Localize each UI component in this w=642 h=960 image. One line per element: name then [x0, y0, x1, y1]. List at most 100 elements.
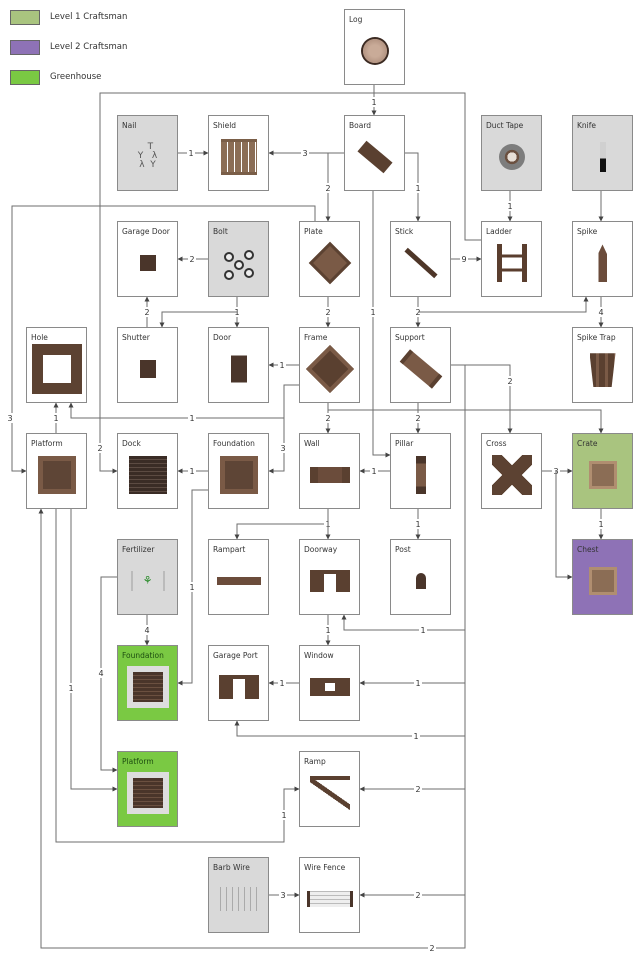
node-board[interactable]: Board	[344, 115, 405, 191]
edge-foundation-to-foundation_gh: 1	[177, 489, 208, 686]
fertilizer-icon: ⚘	[130, 571, 165, 592]
spike-icon	[598, 244, 607, 283]
node-fertilizer[interactable]: Fertilizer⚘	[117, 539, 178, 615]
edge-label-bg	[143, 307, 151, 317]
node-spiketrap[interactable]: Spike Trap	[572, 327, 633, 403]
node-window[interactable]: Window	[299, 645, 360, 721]
edge-label-bg	[414, 890, 422, 900]
chest-icon	[588, 567, 617, 596]
node-platform-gh[interactable]: Platform	[117, 751, 178, 827]
edge-label-bg	[187, 148, 195, 158]
node-label: Pillar	[395, 439, 414, 448]
edge-label-bg	[280, 810, 288, 820]
edge-ladder-to-dock: 2	[96, 92, 481, 474]
node-label: Shield	[213, 121, 237, 130]
edge-doorway-to-window: 1	[324, 615, 332, 646]
node-label: Cross	[486, 439, 507, 448]
node-cross[interactable]: Cross	[481, 433, 542, 509]
node-foundation-gh[interactable]: Foundation	[117, 645, 178, 721]
node-pillar[interactable]: Pillar	[390, 433, 451, 509]
edge-quantity: 4	[598, 308, 603, 317]
node-wall[interactable]: Wall	[299, 433, 360, 509]
edge-quantity: 2	[325, 308, 330, 317]
node-wirefence[interactable]: Wire Fence	[299, 857, 360, 933]
plate-icon	[308, 242, 351, 285]
node-shutter[interactable]: Shutter	[117, 327, 178, 403]
node-barbwire[interactable]: Barb Wire	[208, 857, 269, 933]
node-hole[interactable]: Hole	[26, 327, 87, 403]
foundation-icon	[219, 456, 258, 495]
edge-quantity: 1	[279, 361, 284, 370]
connector-line	[418, 296, 589, 313]
node-ramp[interactable]: Ramp	[299, 751, 360, 827]
node-garagedoor[interactable]: Garage Door	[117, 221, 178, 297]
legend-item-level1: Level 1 Craftsman	[10, 9, 127, 25]
edge-plate-to-platform: 3	[6, 205, 316, 474]
edge-label-bg	[278, 360, 286, 370]
edge-shutter-to-garagedoor: 2	[143, 296, 151, 327]
connector-line	[38, 365, 466, 949]
edge-bolt-to-garagedoor: 2	[177, 254, 208, 264]
node-ducttape[interactable]: Duct Tape	[481, 115, 542, 191]
edge-quantity: 1	[420, 626, 425, 635]
edge-support-to-ramp: 2	[359, 784, 465, 794]
edge-label-bg	[324, 625, 332, 635]
node-dock[interactable]: Dock	[117, 433, 178, 509]
edge-support-to-doorway: 1	[341, 614, 465, 635]
edge-quantity: 1	[189, 414, 194, 423]
node-post[interactable]: Post	[390, 539, 451, 615]
edge-quantity: 4	[98, 669, 103, 678]
edge-stick-to-ladder: 9	[451, 254, 482, 264]
edge-label-bg	[506, 201, 514, 211]
edge-crate-to-chest: 1	[597, 509, 605, 540]
edge-label-bg	[324, 183, 332, 193]
node-spike[interactable]: Spike	[572, 221, 633, 297]
edge-label-bg	[414, 413, 422, 423]
node-label: Bolt	[213, 227, 228, 236]
node-bolt[interactable]: Bolt	[208, 221, 269, 297]
node-support[interactable]: Support	[390, 327, 451, 403]
node-rampart[interactable]: Rampart	[208, 539, 269, 615]
node-foundation[interactable]: Foundation	[208, 433, 269, 509]
node-label: Dock	[122, 439, 141, 448]
edge-label-bg	[301, 148, 309, 158]
edge-quantity: 1	[188, 149, 193, 158]
shield-icon	[220, 139, 257, 176]
node-label: Wire Fence	[304, 863, 346, 872]
edge-pillar-to-post: 1	[414, 509, 422, 540]
edge-quantity: 1	[68, 684, 73, 693]
edge-label-bg	[278, 678, 286, 688]
edge-board-to-stick: 1	[405, 152, 422, 222]
node-stick[interactable]: Stick	[390, 221, 451, 297]
node-plate[interactable]: Plate	[299, 221, 360, 297]
node-label: Support	[395, 333, 425, 342]
node-log[interactable]: Log	[344, 9, 405, 85]
connector-line	[70, 509, 118, 792]
edge-label-bg	[414, 183, 422, 193]
knife-icon	[599, 142, 606, 173]
hole-icon	[31, 344, 82, 395]
node-label: Barb Wire	[213, 863, 250, 872]
edge-quantity: 3	[280, 891, 285, 900]
pillar-icon	[415, 456, 426, 495]
edge-label-bg	[279, 443, 287, 453]
node-garageport[interactable]: Garage Port	[208, 645, 269, 721]
node-label: Nail	[122, 121, 137, 130]
node-chest[interactable]: Chest	[572, 539, 633, 615]
node-platform[interactable]: Platform	[26, 433, 87, 509]
node-frame[interactable]: Frame	[299, 327, 360, 403]
node-crate[interactable]: Crate	[572, 433, 633, 509]
node-label: Ladder	[486, 227, 512, 236]
node-doorway[interactable]: Doorway	[299, 539, 360, 615]
edge-pillar-to-wall: 1	[359, 466, 390, 476]
edge-ducttape-to-ladder: 1	[506, 191, 514, 222]
edge-frame-to-foundation: 3	[268, 418, 287, 474]
node-shield[interactable]: Shield	[208, 115, 269, 191]
connector-line	[372, 191, 391, 458]
edge-label-bg	[597, 307, 605, 317]
node-ladder[interactable]: Ladder	[481, 221, 542, 297]
node-knife[interactable]: Knife	[572, 115, 633, 191]
node-door[interactable]: Door	[208, 327, 269, 403]
cross-icon	[491, 455, 532, 496]
